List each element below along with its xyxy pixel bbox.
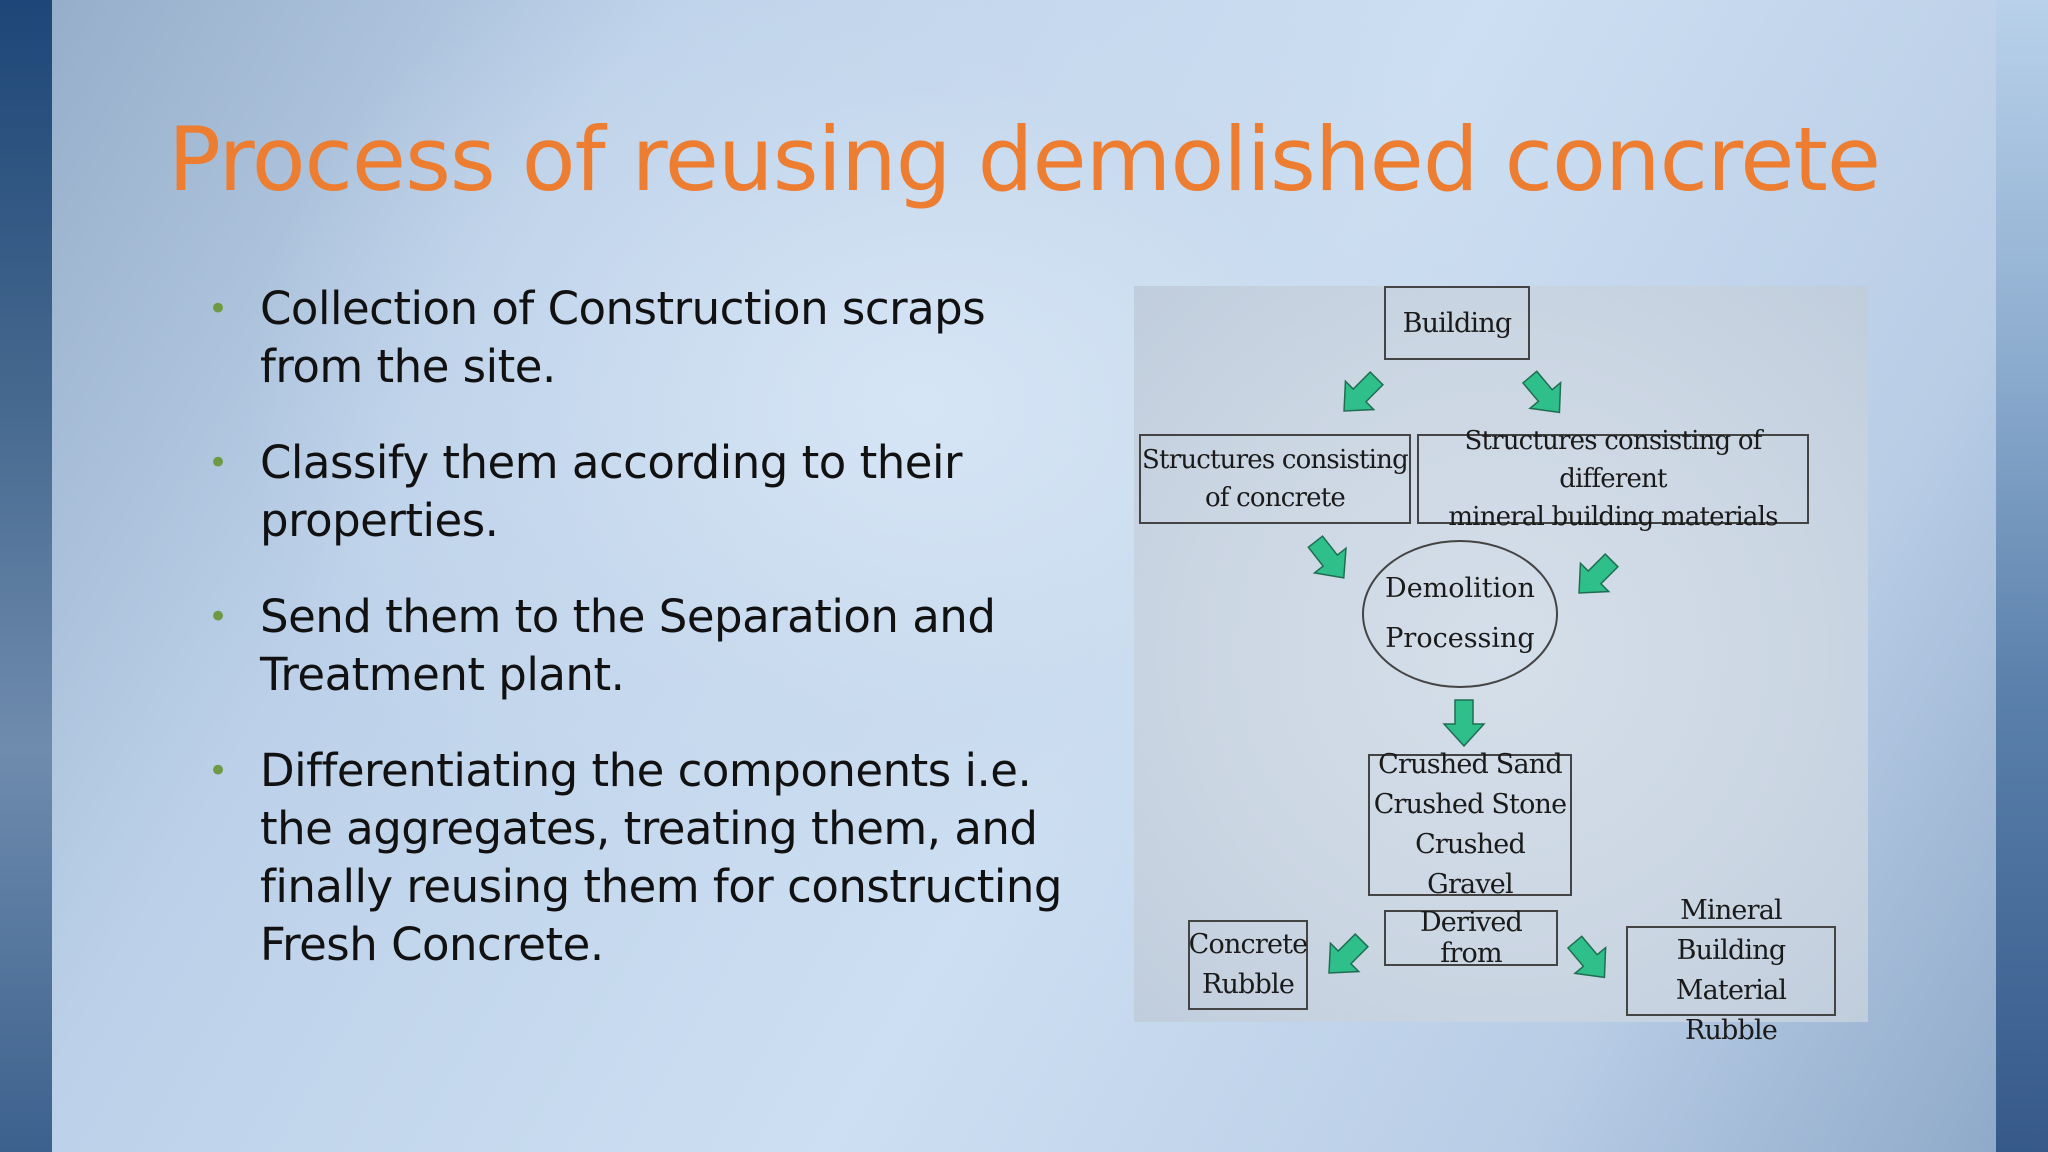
concrete-structures-line: Structures consisting — [1142, 445, 1409, 475]
derived-from-label: Derived from — [1419, 907, 1523, 969]
concrete-rubble-line: Concrete — [1188, 929, 1309, 960]
derived-from-box: Derived from — [1384, 907, 1558, 969]
building-label: Building — [1402, 307, 1513, 339]
mineral-structures-line: mineral building materials — [1448, 502, 1778, 532]
mineral-rubble-box: Mineral Building Material Rubble — [1626, 895, 1836, 1046]
arrow-down-right-icon — [1558, 928, 1621, 991]
mineral-rubble-line: Mineral Building — [1676, 895, 1787, 966]
crushed-line: Crushed Stone — [1373, 789, 1567, 820]
mineral-rubble-line: Material Rubble — [1675, 975, 1787, 1046]
concrete-rubble-box: Concrete Rubble — [1188, 920, 1308, 1010]
bullet-marker: • — [208, 443, 228, 483]
bullet-item: • Differentiating the components i.e. th… — [200, 742, 1080, 974]
bullet-text: Differentiating the components i.e. the … — [260, 744, 1062, 971]
demolition-line: Demolition — [1385, 573, 1535, 604]
demolition-line: Processing — [1385, 623, 1535, 654]
crushed-line: Crushed Sand — [1378, 749, 1563, 780]
bullet-text: Send them to the Separation and Treatmen… — [260, 590, 996, 701]
concrete-recycling-diagram: Building Structures consisting of concre… — [1134, 286, 1868, 1046]
crushed-line: Crushed Gravel — [1415, 829, 1526, 900]
bullet-item: • Collection of Construction scraps from… — [200, 280, 1080, 396]
bullet-item: • Classify them according to their prope… — [200, 434, 1080, 550]
slide-title: Process of reusing demolished concrete — [167, 108, 1881, 211]
concrete-rubble-line: Rubble — [1201, 969, 1295, 1000]
concrete-structures-box: Structures consisting of concrete — [1139, 434, 1411, 524]
arrow-down-left-icon — [1329, 363, 1392, 426]
mineral-structures-line: Structures consisting of different — [1464, 426, 1762, 494]
mineral-structures-box: Structures consisting of different miner… — [1417, 426, 1809, 532]
bullet-marker: • — [208, 751, 228, 791]
bullet-text: Collection of Construction scraps from t… — [260, 282, 986, 393]
bullet-marker: • — [208, 597, 228, 637]
arrow-down-left-icon — [1314, 925, 1377, 988]
arrow-down-right-icon — [1298, 528, 1361, 591]
arrow-down-left-icon — [1564, 545, 1627, 608]
concrete-structures-line: of concrete — [1205, 483, 1346, 513]
crushed-materials-box: Crushed Sand Crushed Stone Crushed Grave… — [1368, 749, 1572, 900]
right-accent-stripe — [1996, 0, 2048, 1152]
arrow-down-right-icon — [1513, 363, 1576, 426]
building-box: Building — [1384, 286, 1530, 360]
bullet-list: • Collection of Construction scraps from… — [200, 280, 1080, 1012]
arrow-down-icon — [1443, 699, 1485, 747]
bullet-marker: • — [208, 289, 228, 329]
bullet-text: Classify them according to their propert… — [260, 436, 962, 547]
bullet-item: • Send them to the Separation and Treatm… — [200, 588, 1080, 704]
left-accent-stripe — [0, 0, 52, 1152]
demolition-processing-ellipse: Demolition Processing — [1362, 540, 1558, 688]
